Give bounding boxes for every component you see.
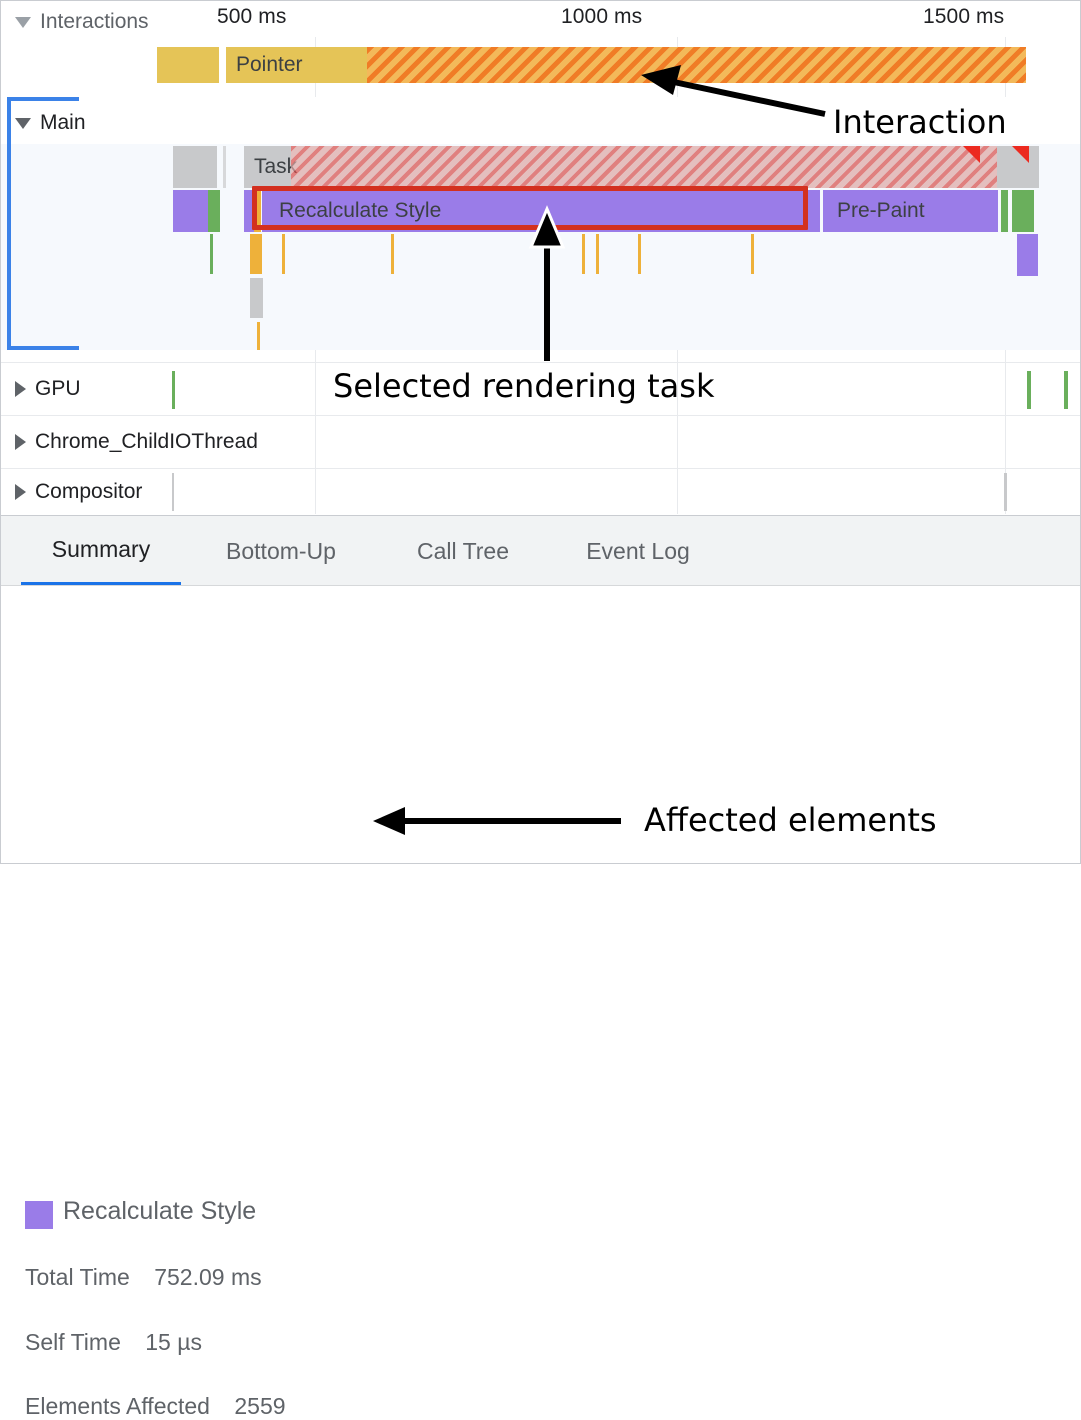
summary-row-elements-affected: Elements Affected 2559: [25, 1393, 286, 1420]
pre-paint-block[interactable]: Pre-Paint: [823, 190, 998, 232]
orange-tick-6[interactable]: [751, 234, 754, 274]
annotation-selected-rendering-task: Selected rendering task: [333, 367, 715, 405]
summary-elements-affected-value: 2559: [234, 1393, 286, 1419]
compositor-marker[interactable]: [172, 473, 174, 511]
sidebar-item-gpu[interactable]: GPU: [1, 362, 1080, 415]
tab-bottom-up-label: Bottom-Up: [226, 537, 336, 564]
orange-wide[interactable]: [250, 234, 262, 274]
event-color-swatch: [25, 1201, 53, 1229]
tab-summary-label: Summary: [51, 535, 151, 562]
track-label-interactions: Interactions: [40, 10, 149, 33]
interaction-pointer-label: Pointer: [236, 53, 303, 76]
tab-summary[interactable]: Summary: [21, 516, 181, 586]
interaction-block-1[interactable]: [157, 47, 219, 83]
summary-self-time-value: 15 µs: [145, 1329, 202, 1355]
summary-row-total-time: Total Time 752.09 ms: [25, 1264, 262, 1291]
summary-self-time-key: Self Time: [25, 1329, 121, 1355]
track-label-compositor: Compositor: [35, 479, 143, 503]
tab-call-tree[interactable]: Call Tree: [403, 516, 523, 586]
track-main-body[interactable]: Task Recalculate Style Pre-Paint: [1, 144, 1080, 350]
track-main[interactable]: Main Task Recalculate Style: [1, 97, 1080, 350]
timeline-ruler[interactable]: 500 ms 1000 ms 1500 ms: [1, 1, 1080, 37]
annotation-interaction: Interaction: [833, 103, 1007, 141]
gpu-marker[interactable]: [172, 371, 175, 409]
track-label-chrome-childiothread: Chrome_ChildIOThread: [35, 430, 258, 453]
pre-paint-label: Pre-Paint: [837, 199, 925, 222]
recalculate-style-block[interactable]: Recalculate Style: [262, 190, 820, 232]
ruler-tick-label: 1000 ms: [561, 5, 643, 28]
summary-total-time-key: Total Time: [25, 1264, 130, 1290]
flame-chart-timeline[interactable]: 500 ms 1000 ms 1500 ms Interactions Poin…: [1, 1, 1080, 514]
details-tabbar[interactable]: Summary Bottom-Up Call Tree Event Log: [1, 515, 1080, 586]
sidebar-item-main[interactable]: Main: [15, 111, 86, 135]
summary-total-time-value: 752.09 ms: [154, 1264, 262, 1290]
interaction-pointer[interactable]: Pointer: [226, 47, 368, 83]
sidebar-item-chrome-childiothread[interactable]: Chrome_ChildIOThread: [1, 415, 1080, 468]
caret-down-icon[interactable]: [15, 16, 31, 28]
interaction-long-hatched[interactable]: [367, 47, 1026, 83]
orange-tick-7[interactable]: [257, 322, 260, 350]
track-label-gpu: GPU: [35, 377, 81, 400]
ruler-tick-label: 1500 ms: [923, 5, 1005, 28]
sidebar-item-compositor[interactable]: Compositor: [1, 468, 1080, 514]
orange-tick-2[interactable]: [391, 234, 394, 274]
green-block-b[interactable]: [1001, 190, 1008, 232]
summary-row-self-time: Self Time 15 µs: [25, 1329, 202, 1356]
orange-tick-3[interactable]: [582, 234, 585, 274]
caret-right-icon[interactable]: [15, 381, 26, 397]
caret-right-icon[interactable]: [15, 434, 26, 450]
tab-bottom-up[interactable]: Bottom-Up: [206, 516, 356, 586]
green-tick[interactable]: [210, 234, 213, 274]
tab-event-log-label: Event Log: [586, 537, 690, 564]
annotation-affected-elements: Affected elements: [644, 801, 937, 839]
long-task-warning-triangle-icon: [1012, 146, 1029, 163]
long-task-warning-triangle-icon: [963, 146, 980, 163]
green-block-c[interactable]: [1012, 190, 1034, 232]
ruler-tick-label: 500 ms: [217, 5, 287, 28]
track-label-main: Main: [40, 111, 86, 134]
tab-event-log[interactable]: Event Log: [569, 516, 707, 586]
gpu-marker[interactable]: [1064, 371, 1068, 409]
purple-block-a[interactable]: [173, 190, 208, 232]
purple-tail[interactable]: [1017, 234, 1038, 276]
summary-elements-affected-key: Elements Affected: [25, 1393, 210, 1419]
chrome-childiothread-track-header[interactable]: Chrome_ChildIOThread: [15, 430, 258, 454]
grey-block-a[interactable]: [173, 146, 217, 188]
track-main-header[interactable]: Main: [1, 97, 1080, 144]
summary-event-title: Recalculate Style: [63, 1197, 257, 1225]
tab-call-tree-label: Call Tree: [416, 537, 510, 564]
green-block-a[interactable]: [208, 190, 220, 232]
purple-sliver[interactable]: [244, 190, 254, 232]
compositor-marker[interactable]: [1004, 473, 1007, 511]
orange-tick-5[interactable]: [638, 234, 641, 274]
caret-down-icon[interactable]: [15, 117, 31, 129]
orange-sliver[interactable]: [254, 190, 261, 232]
divider-tick: [223, 146, 226, 188]
gpu-marker[interactable]: [1027, 371, 1031, 409]
orange-tick-1[interactable]: [282, 234, 285, 274]
caret-right-icon[interactable]: [15, 483, 26, 500]
recalculate-style-label: Recalculate Style: [279, 199, 442, 222]
track-interactions[interactable]: Interactions Pointer: [1, 1, 1080, 96]
gpu-track-header[interactable]: GPU: [15, 377, 81, 401]
long-task-hatch: [291, 146, 997, 188]
sidebar-item-interactions[interactable]: Interactions: [15, 10, 149, 34]
compositor-track-header[interactable]: Compositor: [15, 480, 142, 504]
grey-tick-block[interactable]: [250, 278, 263, 318]
orange-tick-4[interactable]: [596, 234, 599, 274]
